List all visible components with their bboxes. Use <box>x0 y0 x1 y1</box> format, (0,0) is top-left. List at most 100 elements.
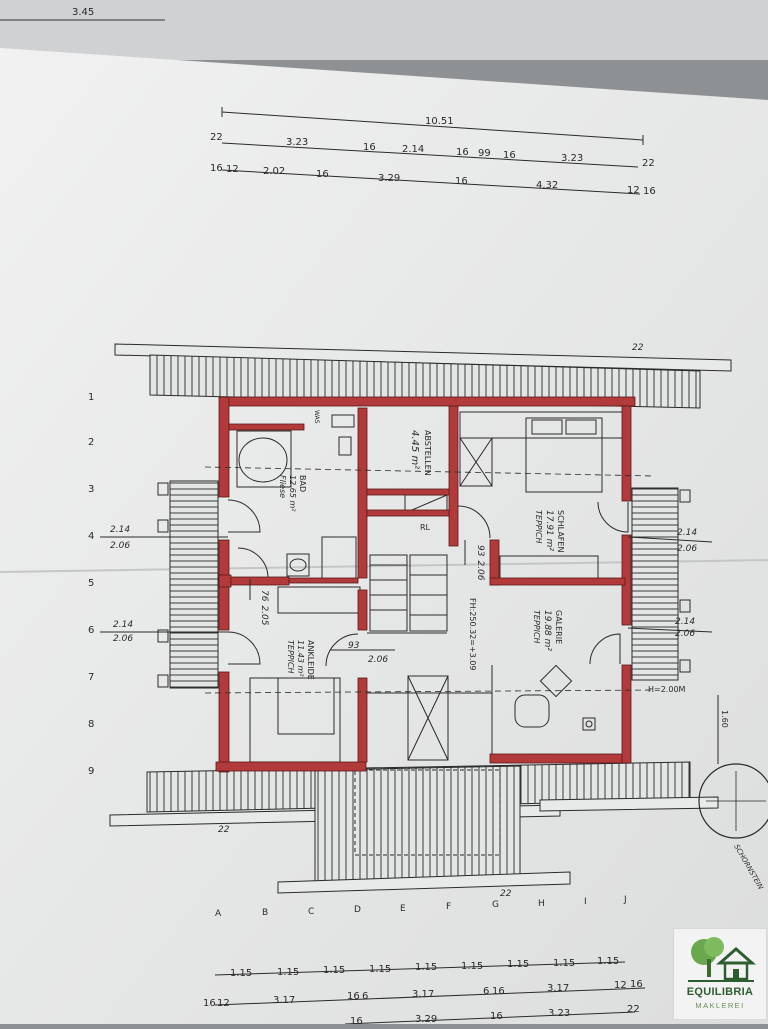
wall-north <box>219 396 636 407</box>
svg-text:1: 1 <box>88 392 94 403</box>
svg-text:16: 16 <box>210 163 223 174</box>
svg-text:GALERIE: GALERIE <box>554 610 563 644</box>
svg-text:3.23: 3.23 <box>561 153 583 164</box>
svg-text:16: 16 <box>503 150 516 161</box>
opening-dimension-lines <box>100 536 713 651</box>
balcony-right <box>631 487 679 681</box>
svg-text:16: 16 <box>363 142 376 153</box>
svg-text:2.14: 2.14 <box>675 617 695 627</box>
svg-text:16: 16 <box>456 147 469 158</box>
svg-text:E: E <box>400 904 406 914</box>
svg-text:4.45 m²: 4.45 m² <box>409 430 420 469</box>
tree-house-icon <box>688 937 756 982</box>
svg-text:1.15: 1.15 <box>461 961 483 972</box>
roof-eave-top: 22 <box>114 343 732 409</box>
roof-eave-bottom: 22 22 <box>109 761 719 899</box>
svg-text:3.29: 3.29 <box>378 173 400 184</box>
svg-text:F: F <box>446 902 451 912</box>
svg-text:SCHLAFEN: SCHLAFEN <box>556 510 565 552</box>
svg-text:1.15: 1.15 <box>415 962 437 973</box>
svg-text:16: 16 <box>492 986 505 997</box>
svg-text:22: 22 <box>627 1004 640 1015</box>
svg-text:2.06: 2.06 <box>675 629 695 639</box>
svg-text:C: C <box>308 907 314 917</box>
svg-text:BAD: BAD <box>298 475 307 492</box>
svg-text:16: 16 <box>490 1011 503 1022</box>
svg-text:19.88 m²: 19.88 m² <box>542 610 552 651</box>
svg-text:6: 6 <box>88 625 94 636</box>
equilibria-logo: EQUILIBRIA MAKLEREI <box>673 928 767 1020</box>
room-bad: BAD 12.65 m² Fliese <box>278 475 307 512</box>
svg-text:16: 16 <box>347 991 360 1002</box>
bathtub <box>236 430 292 488</box>
door-bad-label: 762.05 <box>259 590 269 626</box>
svg-text:6: 6 <box>362 991 368 1002</box>
svg-text:16: 16 <box>350 1016 363 1024</box>
room-ankleide: ANKLEIDE 11.43 m² TEPPICH <box>286 640 315 680</box>
svg-text:3.23: 3.23 <box>548 1008 570 1019</box>
axis-grid <box>204 466 656 694</box>
svg-text:12.65 m²: 12.65 m² <box>288 475 297 512</box>
door-schlafen-label: 932.06 <box>475 545 485 581</box>
svg-text:3.23: 3.23 <box>286 137 308 148</box>
svg-text:22: 22 <box>642 158 655 169</box>
svg-text:3.17: 3.17 <box>547 983 569 994</box>
svg-text:93: 93 <box>348 641 360 651</box>
svg-text:16: 16 <box>316 169 329 180</box>
svg-text:1.15: 1.15 <box>597 956 619 967</box>
svg-text:3.29: 3.29 <box>415 1014 437 1024</box>
wall-south-left <box>215 761 367 772</box>
svg-text:22: 22 <box>210 132 223 143</box>
logo-subtitle: MAKLEREI <box>695 1001 745 1010</box>
svg-text:16: 16 <box>630 979 643 990</box>
svg-text:2.06: 2.06 <box>677 544 697 554</box>
svg-text:12: 12 <box>226 164 239 175</box>
svg-text:7: 7 <box>88 672 94 683</box>
svg-text:16: 16 <box>643 186 656 197</box>
balconies <box>157 480 691 689</box>
svg-text:3: 3 <box>88 484 94 495</box>
svg-text:A: A <box>215 909 222 919</box>
svg-text:9: 9 <box>88 766 94 777</box>
svg-text:1.60: 1.60 <box>720 710 729 728</box>
svg-text:12: 12 <box>614 980 627 991</box>
svg-text:1.15: 1.15 <box>230 968 252 979</box>
svg-text:TEPPICH: TEPPICH <box>532 610 541 644</box>
rl-note: RL <box>420 523 431 532</box>
svg-text:2.06: 2.06 <box>368 655 388 665</box>
walls <box>215 396 636 773</box>
svg-text:J: J <box>623 895 627 905</box>
bottom-dimension-labels: 1.15 1.15 1.15 1.15 1.15 1.15 1.15 1.15 … <box>203 956 643 1027</box>
balcony-left <box>169 480 219 689</box>
svg-text:G: G <box>492 900 499 910</box>
svg-text:ABSTELLEN: ABSTELLEN <box>423 430 432 476</box>
svg-text:22: 22 <box>500 889 512 899</box>
bottom-dimension-chains <box>214 961 646 1025</box>
svg-text:22: 22 <box>218 825 230 835</box>
height-mark: H=2.00M <box>648 685 686 694</box>
svg-text:2.06: 2.06 <box>113 634 133 644</box>
svg-text:2.14: 2.14 <box>402 144 424 155</box>
svg-text:16: 16 <box>455 176 468 187</box>
svg-text:99: 99 <box>478 148 491 159</box>
svg-text:1.15: 1.15 <box>507 959 529 970</box>
axis-numbers: 1 2 3 4 5 6 7 8 9 <box>88 392 94 777</box>
svg-text:5: 5 <box>88 578 94 589</box>
axis-letters: A B C D E F G H I J <box>215 895 627 919</box>
top-dimension-chains <box>221 107 644 195</box>
svg-text:1.15: 1.15 <box>553 958 575 969</box>
svg-text:6: 6 <box>483 986 489 997</box>
svg-text:10.51: 10.51 <box>425 116 454 127</box>
svg-text:D: D <box>354 905 361 915</box>
svg-text:B: B <box>262 908 268 918</box>
svg-text:17.91 m²: 17.91 m² <box>544 510 554 551</box>
room-galerie: GALERIE 19.88 m² TEPPICH <box>532 610 563 651</box>
svg-text:ANKLEIDE: ANKLEIDE <box>306 640 315 680</box>
svg-text:22: 22 <box>632 343 644 353</box>
wall-south-right <box>489 753 629 764</box>
svg-text:4: 4 <box>88 531 94 542</box>
door-swings <box>227 499 629 667</box>
svg-text:I: I <box>584 897 587 907</box>
edge-dimension: 3.45 <box>72 7 94 18</box>
